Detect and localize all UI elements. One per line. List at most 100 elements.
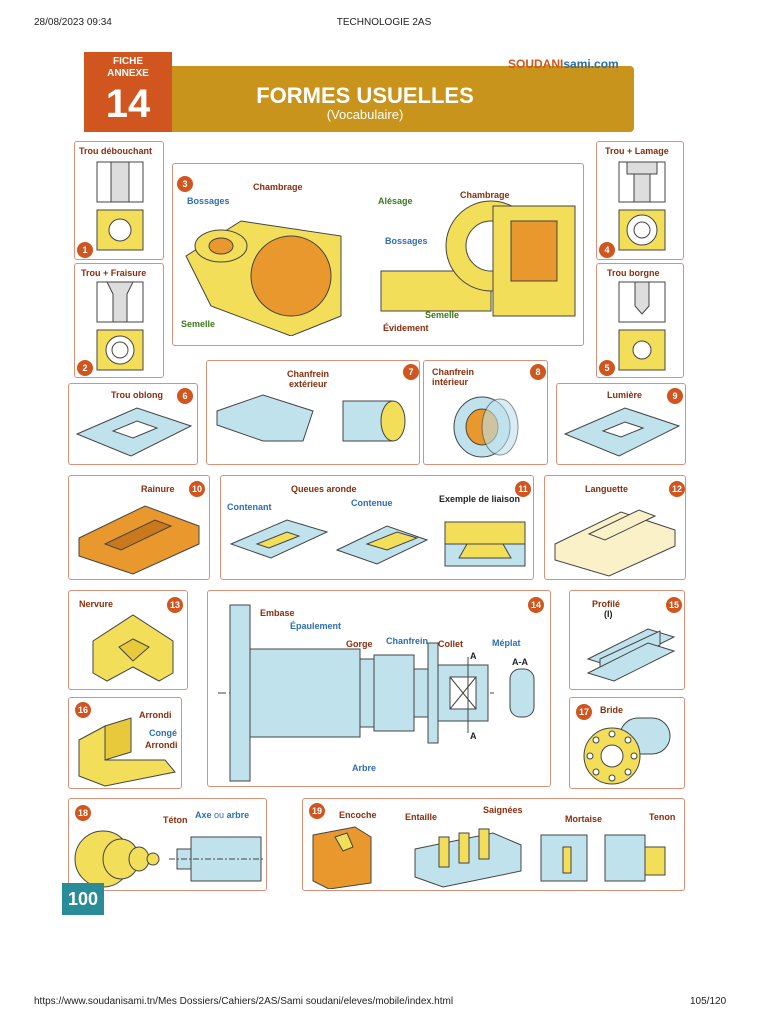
label-chambrage-right: Chambrage [460,190,510,200]
lumiere-drawing [563,407,681,457]
panel-label: Rainure [141,484,175,494]
label-axe-ou-arbre: Axe ou arbre [195,810,250,820]
panel-label: Trou + Fraisure [81,268,147,278]
panel-title: Queues aronde [291,484,357,494]
panel-number: 6 [177,388,193,404]
queues-aronde-drawing [229,519,526,567]
label-contenue: Contenue [351,498,393,508]
label-entaille: Entaille [405,812,438,822]
panel-profile: Profilé (I) 15 [569,590,685,690]
panel-number: 16 [75,702,91,718]
arrondi-conge-drawing [78,717,176,787]
label-exemple-liaison: Exemple de liaison [439,494,521,504]
panel-number: 10 [189,481,205,497]
panel-trou-fraisure: Trou + Fraisure 2 [74,263,164,378]
support-drawing [185,200,576,336]
trou-lamage-drawing [618,161,666,251]
print-page: 105/120 [690,996,727,1007]
label-semelle-right: Semelle [425,310,460,320]
panel-number: 14 [528,597,544,613]
title-banner [96,66,634,132]
label-conge: Congé [149,728,177,738]
label-bossages: Bossages [187,196,230,206]
label-arrondi-bottom: Arrondi [145,740,178,750]
bride-drawing [583,717,671,785]
encoche-tenon-drawing [312,826,666,889]
trou-debouchant-drawing [96,161,144,251]
trou-oblong-drawing [75,407,193,457]
panel-number: 8 [530,364,546,380]
panel-label: Trou + Lamage [605,146,669,156]
nervure-drawing [92,614,174,682]
label-evidement: Évidement [383,323,429,333]
panel-number: 18 [75,805,91,821]
teton-axe-drawing [74,830,263,888]
chanfrein-interieur-drawing [453,396,519,458]
panel-rainure: Rainure 10 [68,475,210,580]
panel-label: Nervure [79,599,114,609]
panel-number: 2 [77,360,93,376]
panel-sublabel: (I) [604,609,613,619]
panel-label: Languette [585,484,629,494]
print-doc-title: TECHNOLOGIE 2AS [336,17,432,28]
page-subtitle: (Vocabulaire) [326,107,404,122]
panel-number: 12 [669,481,685,497]
panel-number: 11 [515,481,531,497]
label-alesage: Alésage [378,196,413,206]
arbre-drawing [218,604,535,782]
panel-number: 3 [177,176,193,192]
label-saignees: Saignées [483,805,523,815]
print-datetime: 28/08/2023 09:34 [34,17,112,28]
fiche-number: 14 [105,82,151,126]
panel-label: Trou débouchant [79,146,152,156]
page-number-badge: 100 [62,883,104,915]
label-chambrage: Chambrage [253,182,303,192]
chanfrein-exterieur-drawing [216,394,406,442]
label-meplat: Méplat [492,638,521,648]
rainure-drawing [78,505,200,575]
panel-label: Lumière [607,390,643,400]
panel-teton-axe: 18 Téton Axe ou arbre [68,798,267,891]
panel-languette: Languette 12 [544,475,686,580]
panel-trou-lamage: Trou + Lamage 4 [596,141,684,260]
fiche-tag [84,52,172,132]
label-section-a-bottom: A [470,731,477,741]
panel-label: Trou oblong [111,390,163,400]
label-embase: Embase [260,608,295,618]
panel-label: Bride [600,705,624,715]
trou-borgne-drawing [618,281,666,371]
label-section-a-top: A [470,651,477,661]
brand-logo: SOUDANIsami.com [508,57,619,71]
label-epaulement: Épaulement [290,621,342,631]
profile-drawing [586,628,676,682]
label-teton: Téton [163,815,188,825]
panel-encoche-tenon: 19 Encoche Entaille Saignées Mortaise Te… [302,798,685,891]
panel-arbre: 14 Embase Épaulement Gorge Chanfrein Col… [207,590,551,787]
panel-number: 4 [599,242,615,258]
panel-number: 17 [576,704,592,720]
panel-lumiere: Lumière 9 [556,383,686,465]
panel-nervure: Nervure 13 [68,590,188,690]
label-arrondi-top: Arrondi [139,710,172,720]
panel-bride: 17 Bride [569,697,685,789]
trou-fraisure-drawing [96,281,144,371]
label-gorge: Gorge [346,639,373,649]
panel-number: 7 [403,364,419,380]
panel-label: Trou borgne [607,268,660,278]
label-semelle: Semelle [181,319,216,329]
label-tenon: Tenon [649,812,676,822]
label-section-aa: A-A [512,657,528,667]
panel-number: 9 [667,388,683,404]
panel-number: 5 [599,360,615,376]
panel-number: 1 [77,242,93,258]
panel-trou-oblong: Trou oblong 6 [68,383,198,465]
panel-queues-aronde: Queues aronde 11 Contenant Contenue Exem… [220,475,534,580]
label-arbre: Arbre [352,763,377,773]
label-encoche: Encoche [339,810,377,820]
panel-label: Profilé [592,599,621,609]
label-chanfrein: Chanfrein [386,636,429,646]
panel-number: 13 [167,597,183,613]
panel-bossages-chambrage: 3 Bossages Chambrage Semelle Alésage Cha… [172,163,584,346]
